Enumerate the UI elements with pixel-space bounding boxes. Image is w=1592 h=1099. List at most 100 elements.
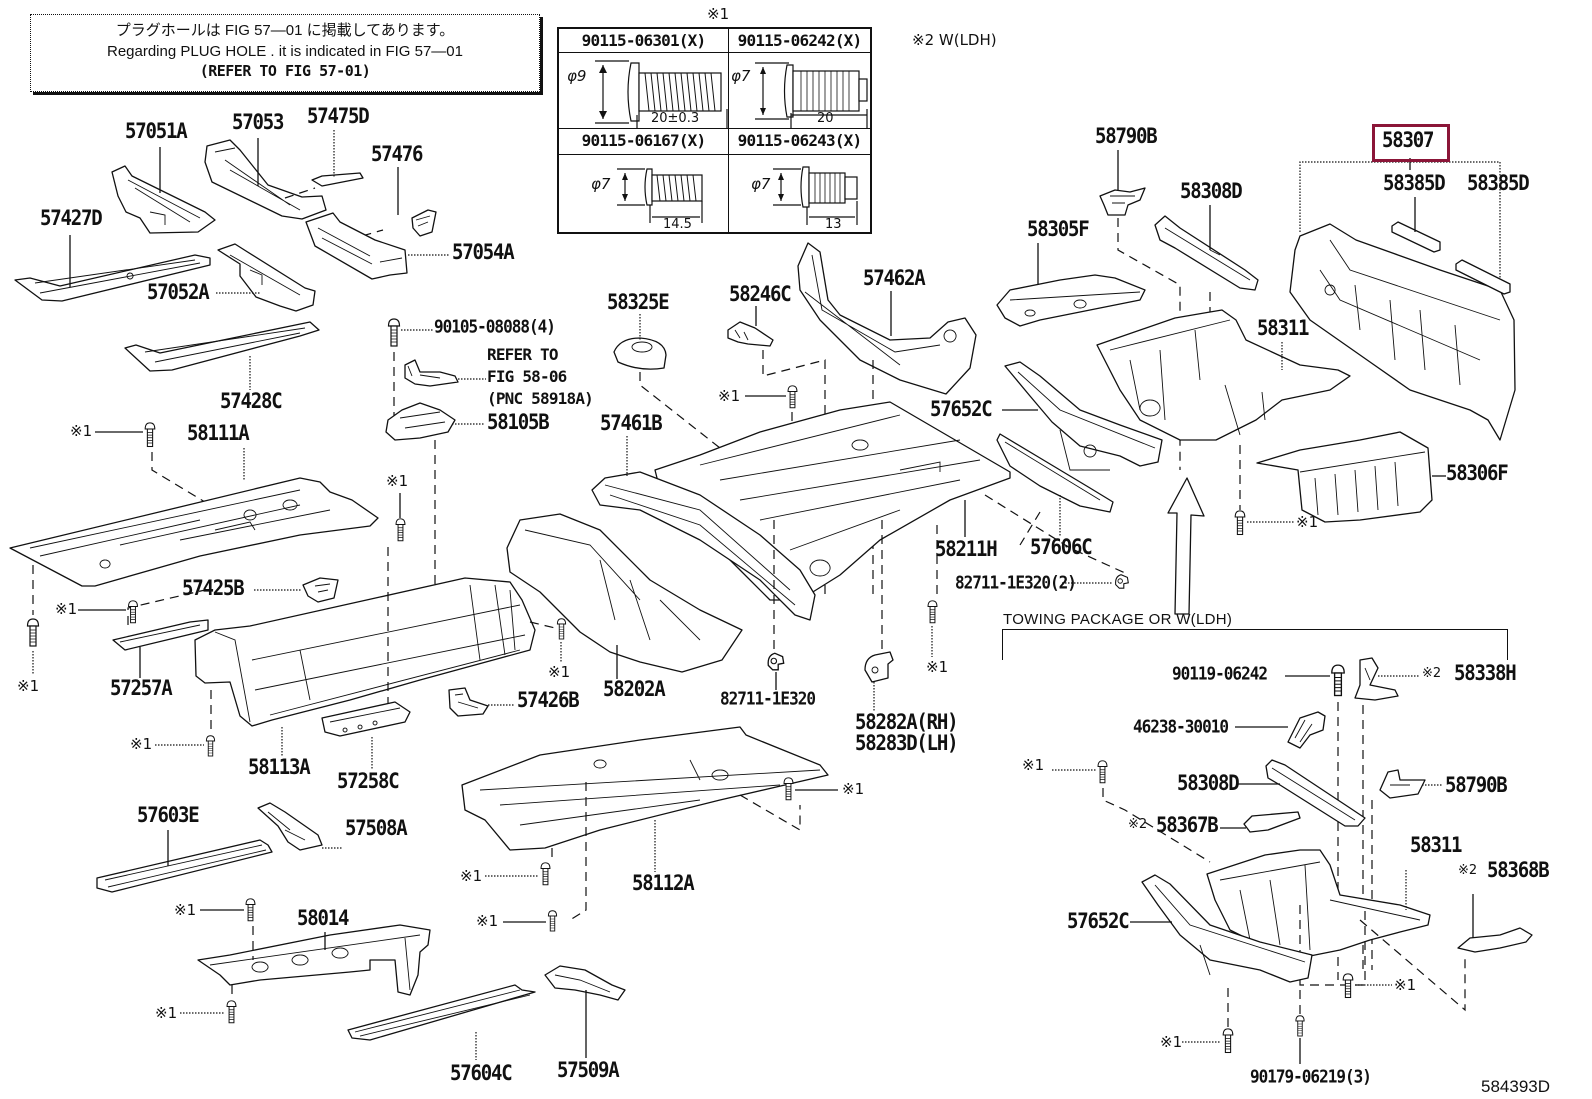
note1-marker: ※1 bbox=[1022, 756, 1045, 774]
part-58325E-drawing bbox=[613, 337, 667, 370]
callout-58367B[interactable]: 58367B bbox=[1156, 812, 1219, 838]
callout-57476[interactable]: 57476 bbox=[371, 141, 423, 167]
callout-57258C[interactable]: 57258C bbox=[337, 768, 400, 794]
part-57652C-towing-drawing bbox=[1141, 874, 1313, 983]
dashed-alignment-line bbox=[127, 589, 206, 625]
callout-58311-towing[interactable]: 58311 bbox=[1410, 832, 1462, 858]
callout-82711-1E320-2[interactable]: 82711-1E320(2) bbox=[955, 571, 1077, 594]
dashed-alignment-line bbox=[1359, 919, 1466, 1012]
part-57257A-drawing bbox=[112, 619, 209, 651]
fastener-part-number[interactable]: 90115-06167(X) bbox=[559, 129, 729, 155]
fastener-length: 20±0.3 bbox=[651, 111, 700, 126]
figure-id: 584393D bbox=[1481, 1077, 1551, 1096]
callout-58202A[interactable]: 58202A bbox=[603, 676, 666, 702]
part-58305F-drawing bbox=[996, 274, 1146, 327]
callout-90179-06219[interactable]: 90179-06219(3) bbox=[1250, 1065, 1372, 1088]
fastener-table: 90115-06301(X) 90115-06242(X) φ9 20±0.3 … bbox=[557, 27, 872, 234]
fastener-part-number[interactable]: 90115-06242(X) bbox=[729, 29, 870, 53]
callout-57603E[interactable]: 57603E bbox=[137, 802, 200, 828]
callout-58105B[interactable]: 58105B bbox=[487, 409, 550, 435]
part-57053-drawing bbox=[204, 139, 327, 220]
part-57052A-drawing bbox=[217, 243, 316, 312]
part-58307-drawing bbox=[1289, 223, 1516, 441]
callout-57257A[interactable]: 57257A bbox=[110, 675, 173, 701]
towing-package-arrow-icon bbox=[1167, 477, 1205, 615]
callout-58338H[interactable]: 58338H bbox=[1454, 660, 1517, 686]
towing-package-bracket bbox=[1002, 629, 1508, 660]
callout-46238-30010[interactable]: 46238-30010 bbox=[1133, 715, 1229, 738]
refer-to-fig-note[interactable]: REFER TO FIG 58-06 (PNC 58918A) bbox=[487, 344, 594, 410]
bolt-icon bbox=[205, 735, 216, 757]
callout-57427D[interactable]: 57427D bbox=[40, 205, 103, 231]
dashed-alignment-line bbox=[1299, 905, 1366, 986]
callout-58308D[interactable]: 58308D bbox=[1180, 178, 1243, 204]
callout-57606C[interactable]: 57606C bbox=[1030, 534, 1093, 560]
callout-57052A[interactable]: 57052A bbox=[147, 279, 210, 305]
bolt-icon bbox=[1331, 664, 1345, 697]
callout-58325E[interactable]: 58325E bbox=[607, 289, 670, 315]
callout-82711-1E320[interactable]: 82711-1E320 bbox=[720, 687, 816, 710]
fastener-table-marker: ※1 bbox=[707, 5, 730, 23]
part-58306F-drawing bbox=[1256, 431, 1433, 523]
callout-58283D-lh[interactable]: 58283D(LH) bbox=[855, 730, 959, 756]
callout-58305F[interactable]: 58305F bbox=[1027, 216, 1090, 242]
callout-58308D-towing[interactable]: 58308D bbox=[1177, 770, 1240, 796]
callout-57508A[interactable]: 57508A bbox=[345, 815, 408, 841]
callout-58211H[interactable]: 58211H bbox=[935, 536, 998, 562]
part-57428C-drawing bbox=[124, 321, 320, 372]
callout-58385D[interactable]: 58385D bbox=[1467, 170, 1530, 196]
fastener-part-number[interactable]: 90115-06243(X) bbox=[729, 129, 870, 155]
fastener-part-number[interactable]: 90115-06301(X) bbox=[559, 29, 729, 53]
fastener-diameter: φ7 bbox=[731, 67, 751, 85]
note1-marker: ※1 bbox=[1160, 1033, 1183, 1051]
callout-58282A-rh[interactable]: 58282A(RH) bbox=[855, 709, 959, 735]
callout-58790B-towing[interactable]: 58790B bbox=[1445, 772, 1508, 798]
note-reference[interactable]: (REFER TO FIG 57-01) bbox=[199, 62, 371, 80]
callout-57509A[interactable]: 57509A bbox=[557, 1057, 620, 1083]
callout-90119-06242[interactable]: 90119-06242 bbox=[1172, 662, 1268, 685]
callout-57428C[interactable]: 57428C bbox=[220, 388, 283, 414]
part-58790B-towing-drawing bbox=[1379, 769, 1426, 799]
part-57603E-drawing bbox=[96, 839, 273, 893]
note1-marker: ※1 bbox=[476, 912, 499, 930]
callout-58790B[interactable]: 58790B bbox=[1095, 123, 1158, 149]
callout-57053[interactable]: 57053 bbox=[232, 109, 284, 135]
callout-58111A[interactable]: 58111A bbox=[187, 420, 250, 446]
callout-58368B[interactable]: 58368B bbox=[1487, 857, 1550, 883]
callout-58112A[interactable]: 58112A bbox=[632, 870, 695, 896]
bolt-icon bbox=[547, 910, 558, 932]
part-57508A-drawing bbox=[257, 802, 323, 851]
bolt-icon bbox=[927, 600, 938, 624]
refer-line: (PNC 58918A) bbox=[487, 389, 594, 408]
bolt-icon bbox=[127, 600, 139, 624]
part-58790B-drawing bbox=[1099, 187, 1146, 216]
callout-57462A[interactable]: 57462A bbox=[863, 265, 926, 291]
callout-57604C[interactable]: 57604C bbox=[450, 1060, 513, 1086]
dashed-alignment-line bbox=[529, 621, 556, 629]
callout-57425B[interactable]: 57425B bbox=[182, 575, 245, 601]
assembly-bracket-line bbox=[1299, 161, 1501, 282]
callout-57051A[interactable]: 57051A bbox=[125, 118, 188, 144]
callout-58014[interactable]: 58014 bbox=[297, 905, 349, 931]
note1-marker: ※1 bbox=[386, 472, 409, 490]
callout-58311[interactable]: 58311 bbox=[1257, 315, 1309, 341]
fastener-cell: φ7 14.5 bbox=[559, 155, 729, 232]
bolt-icon bbox=[245, 898, 256, 922]
callout-57426B[interactable]: 57426B bbox=[517, 687, 580, 713]
callout-57461B[interactable]: 57461B bbox=[600, 410, 663, 436]
part-58111A-drawing bbox=[9, 477, 379, 587]
callout-58385D[interactable]: 58385D bbox=[1383, 170, 1446, 196]
callout-58246C[interactable]: 58246C bbox=[729, 281, 792, 307]
callout-57475D[interactable]: 57475D bbox=[307, 103, 370, 129]
callout-58113A[interactable]: 58113A bbox=[248, 754, 311, 780]
dashed-alignment-line bbox=[984, 494, 1126, 574]
callout-90105-08088[interactable]: 90105-08088(4) bbox=[434, 315, 556, 338]
callout-58307-selected[interactable]: 58307 bbox=[1382, 127, 1434, 153]
part-58282A-drawing bbox=[864, 651, 894, 683]
callout-57054A[interactable]: 57054A bbox=[452, 239, 515, 265]
callout-57652C-towing[interactable]: 57652C bbox=[1067, 908, 1130, 934]
part-58385D-drawing bbox=[1391, 221, 1511, 295]
callout-57652C[interactable]: 57652C bbox=[930, 396, 993, 422]
callout-58306F[interactable]: 58306F bbox=[1446, 460, 1509, 486]
